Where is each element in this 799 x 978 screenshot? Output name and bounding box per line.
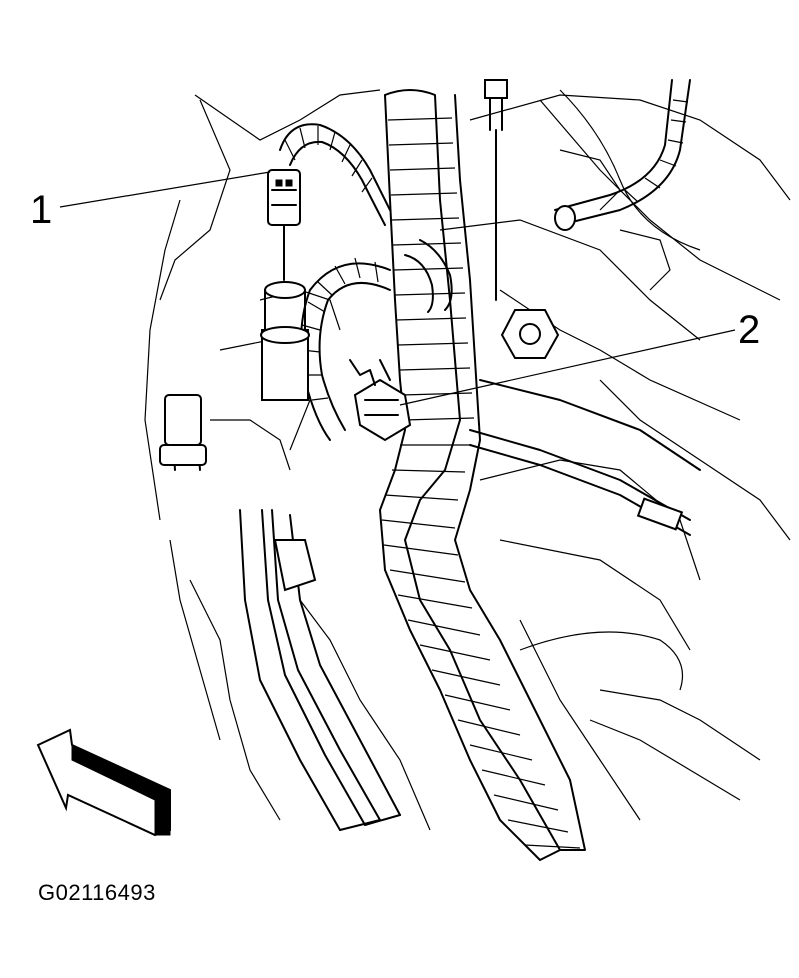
connector-2 [349,359,412,442]
left-harness-loop [300,257,391,441]
sensor-harness-branch [279,123,453,313]
sensor-1 [260,281,310,401]
left-hose [159,394,207,471]
connector-1 [267,169,301,281]
lower-tubes [239,509,401,831]
engine-background-lines [144,89,791,831]
leader-line-2 [399,329,736,406]
main-wiring-conduit [379,89,586,861]
bolt [484,79,508,301]
leader-line-1 [59,171,271,208]
forward-direction-arrow-icon [36,728,171,837]
figure-id-label: G02116493 [38,880,156,905]
nut [500,309,560,359]
callout-number-2: 2 [738,308,761,352]
right-hose [554,79,691,231]
fuel-rail [469,379,701,536]
callout-number-1: 1 [30,188,53,232]
